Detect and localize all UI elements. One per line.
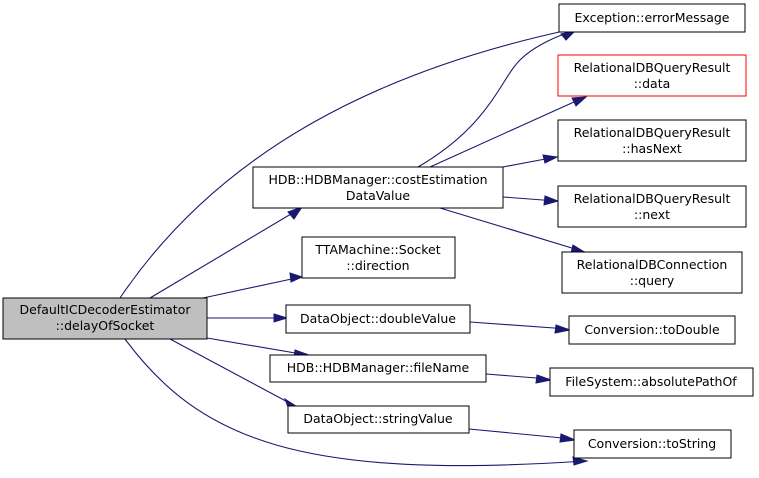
node-data-object-string-value[interactable]: DataObject::stringValue: [287, 405, 470, 434]
edge-string-value-to-to-string: [468, 428, 577, 443]
node-default-ic-decoder-estimator-delay-of-socket[interactable]: DefaultICDecoderEstimator ::delayOfSocke…: [2, 297, 208, 340]
svg-text:Conversion::toDouble: Conversion::toDouble: [584, 322, 720, 337]
node-data-object-double-value[interactable]: DataObject::doubleValue: [285, 304, 471, 334]
svg-text:FileSystem::absolutePathOf: FileSystem::absolutePathOf: [565, 374, 737, 389]
svg-text:HDB::HDBManager::fileName: HDB::HDBManager::fileName: [287, 360, 470, 375]
svg-text:TTAMachine::Socket: TTAMachine::Socket: [314, 242, 440, 257]
node-tta-machine-socket-direction[interactable]: TTAMachine::Socket ::direction: [301, 236, 456, 279]
svg-text:::query: ::query: [630, 273, 675, 288]
edge-double-value-to-to-double: [469, 321, 572, 334]
edge-file-name-to-absolute-path: [485, 373, 553, 384]
svg-text:Exception::errorMessage: Exception::errorMessage: [575, 10, 730, 25]
svg-text:::delayOfSocket: ::delayOfSocket: [56, 318, 155, 333]
node-relational-db-connection-query[interactable]: RelationalDBConnection ::query: [561, 251, 743, 294]
node-relational-db-query-result-next[interactable]: RelationalDBQueryResult ::next: [557, 185, 747, 228]
edge-root-to-to-string: [124, 338, 589, 467]
svg-text:::next: ::next: [634, 207, 670, 222]
svg-text:::data: ::data: [634, 76, 671, 91]
svg-text:::direction: ::direction: [346, 258, 409, 273]
edge-root-to-cost-estimation: [149, 206, 304, 299]
svg-text:DataObject::doubleValue: DataObject::doubleValue: [300, 311, 456, 326]
edge-cost-estimation-to-rdb-hasnext: [502, 154, 559, 168]
node-relational-db-query-result-data[interactable]: RelationalDBQueryResult ::data: [557, 54, 747, 97]
svg-text:RelationalDBQueryResult: RelationalDBQueryResult: [574, 125, 731, 140]
svg-text:DataObject::stringValue: DataObject::stringValue: [303, 411, 452, 426]
node-conversion-to-double[interactable]: Conversion::toDouble: [568, 315, 736, 345]
svg-text:RelationalDBConnection: RelationalDBConnection: [577, 257, 728, 272]
svg-text:RelationalDBQueryResult: RelationalDBQueryResult: [574, 191, 731, 206]
node-file-system-absolute-path-of[interactable]: FileSystem::absolutePathOf: [549, 367, 754, 397]
svg-text:RelationalDBQueryResult: RelationalDBQueryResult: [574, 60, 731, 75]
node-conversion-to-string[interactable]: Conversion::toString: [573, 429, 732, 459]
edge-cost-estimation-to-error-message: [417, 30, 577, 168]
svg-text:HDB::HDBManager::costEstimatio: HDB::HDBManager::costEstimation: [268, 172, 487, 187]
svg-text:DefaultICDecoderEstimator: DefaultICDecoderEstimator: [20, 302, 192, 317]
edge-cost-estimation-to-rdb-next: [502, 195, 560, 206]
edge-root-to-double-value: [207, 313, 289, 323]
svg-text:DataValue: DataValue: [346, 188, 410, 203]
node-hdb-manager-file-name[interactable]: HDB::HDBManager::fileName: [269, 354, 487, 383]
node-hdb-manager-cost-estimation-data-value[interactable]: HDB::HDBManager::costEstimation DataValu…: [252, 166, 504, 209]
node-relational-db-query-result-has-next[interactable]: RelationalDBQueryResult ::hasNext: [557, 119, 747, 162]
svg-text:Conversion::toString: Conversion::toString: [588, 436, 716, 451]
edge-root-to-socket-direction: [202, 272, 304, 299]
node-exception-error-message[interactable]: Exception::errorMessage: [558, 3, 746, 33]
svg-text:::hasNext: ::hasNext: [622, 141, 682, 156]
edge-cost-estimation-to-rdb-data: [429, 96, 588, 168]
